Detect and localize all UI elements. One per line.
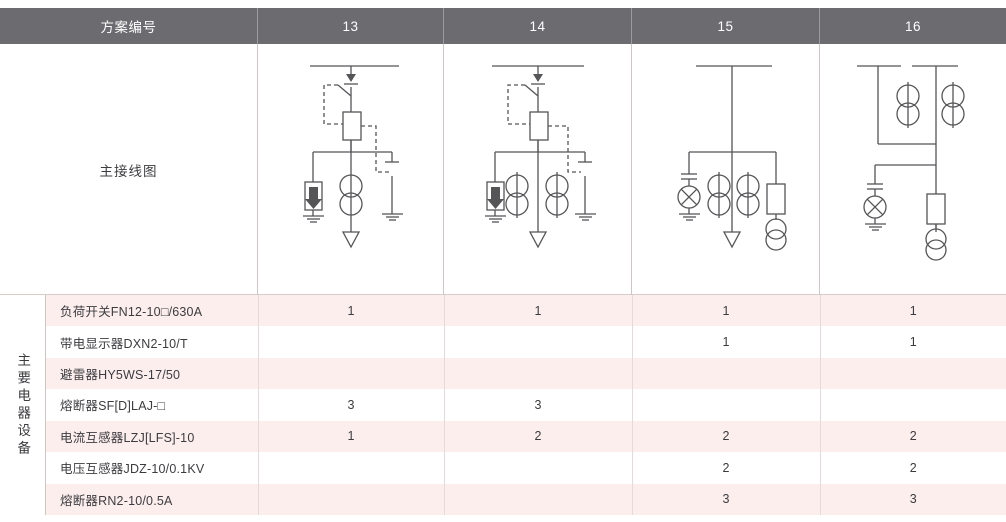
table-row: 电压互感器JDZ-10/0.1KV 2 2	[46, 452, 1006, 484]
table-row: 熔断器SF[D]LAJ-□ 3 3	[46, 389, 1006, 421]
header-scheme-16: 16	[904, 18, 922, 34]
value-scheme-13	[258, 357, 445, 390]
table-row: 避雷器HY5WS-17/50	[46, 357, 1006, 390]
value-scheme-15: 3	[632, 483, 821, 515]
equipment-name: 避雷器HY5WS-17/50	[46, 357, 259, 390]
circuit-svg-14	[485, 65, 596, 249]
equipment-name: 负荷开关FN12-10□/630A	[46, 295, 259, 327]
equipment-spec-table: 负荷开关FN12-10□/630A 1 1 1 1 带电显示器DXN2-10/T…	[46, 295, 1006, 515]
equipment-name: 熔断器SF[D]LAJ-□	[46, 389, 259, 421]
value-scheme-14: 1	[444, 295, 633, 327]
value-scheme-15: 2	[632, 452, 821, 484]
value-scheme-14: 2	[444, 420, 633, 453]
equipment-name: 带电显示器DXN2-10/T	[46, 326, 259, 358]
value-scheme-13	[258, 326, 445, 358]
value-scheme-14	[444, 357, 633, 390]
equipment-name: 电流互感器LZJ[LFS]-10	[46, 420, 259, 453]
main-wiring-diagram-row: 主接线图	[0, 44, 1006, 295]
table-header-row: 方案编号 13 14 15 16	[0, 8, 1006, 44]
header-scheme-13: 13	[258, 8, 444, 44]
value-scheme-16	[820, 357, 1006, 390]
value-scheme-16	[820, 389, 1006, 421]
value-scheme-16: 2	[820, 420, 1006, 453]
wiring-diagram-16	[820, 44, 1006, 295]
header-scheme-label: 方案编号	[0, 8, 258, 44]
value-scheme-16: 1	[820, 295, 1006, 327]
wiring-diagram-13	[258, 44, 444, 295]
section-vertical-label-text: 主要电器设备	[15, 352, 31, 458]
table-row: 电流互感器LZJ[LFS]-10 1 2 2 2	[46, 420, 1006, 453]
equipment-name: 熔断器RN2-10/0.5A	[46, 483, 259, 515]
value-scheme-15	[632, 357, 821, 390]
equipment-name: 电压互感器JDZ-10/0.1KV	[46, 452, 259, 484]
value-scheme-14: 3	[444, 389, 633, 421]
equipment-spec-section: 主要电器设备 负荷开关FN12-10□/630A 1 1 1 1 带电显示器DX…	[0, 295, 1006, 515]
value-scheme-15	[632, 389, 821, 421]
value-scheme-15: 2	[632, 420, 821, 453]
header-scheme-15: 15	[632, 8, 820, 44]
header-scheme-14: 14	[444, 8, 632, 44]
value-scheme-14	[444, 326, 633, 358]
circuit-svg-15	[677, 65, 787, 251]
value-scheme-13: 1	[258, 295, 445, 327]
table-row: 负荷开关FN12-10□/630A 1 1 1 1	[46, 295, 1006, 327]
section-vertical-label: 主要电器设备	[0, 295, 46, 515]
wiring-diagram-14	[444, 44, 632, 295]
circuit-svg-13	[303, 65, 403, 249]
value-scheme-13: 3	[258, 389, 445, 421]
table-row: 带电显示器DXN2-10/T 1 1	[46, 326, 1006, 358]
value-scheme-13	[258, 483, 445, 515]
value-scheme-14	[444, 452, 633, 484]
value-scheme-16: 3	[820, 483, 1006, 515]
table-row: 熔断器RN2-10/0.5A 3 3	[46, 483, 1006, 515]
value-scheme-13	[258, 452, 445, 484]
circuit-svg-16	[857, 65, 965, 261]
value-scheme-15: 1	[632, 295, 821, 327]
wiring-diagram-15	[632, 44, 820, 295]
value-scheme-13: 1	[258, 420, 445, 453]
value-scheme-16: 2	[820, 452, 1006, 484]
value-scheme-15: 1	[632, 326, 821, 358]
diagram-row-label: 主接线图	[0, 44, 258, 295]
value-scheme-16: 1	[820, 326, 1006, 358]
value-scheme-14	[444, 483, 633, 515]
